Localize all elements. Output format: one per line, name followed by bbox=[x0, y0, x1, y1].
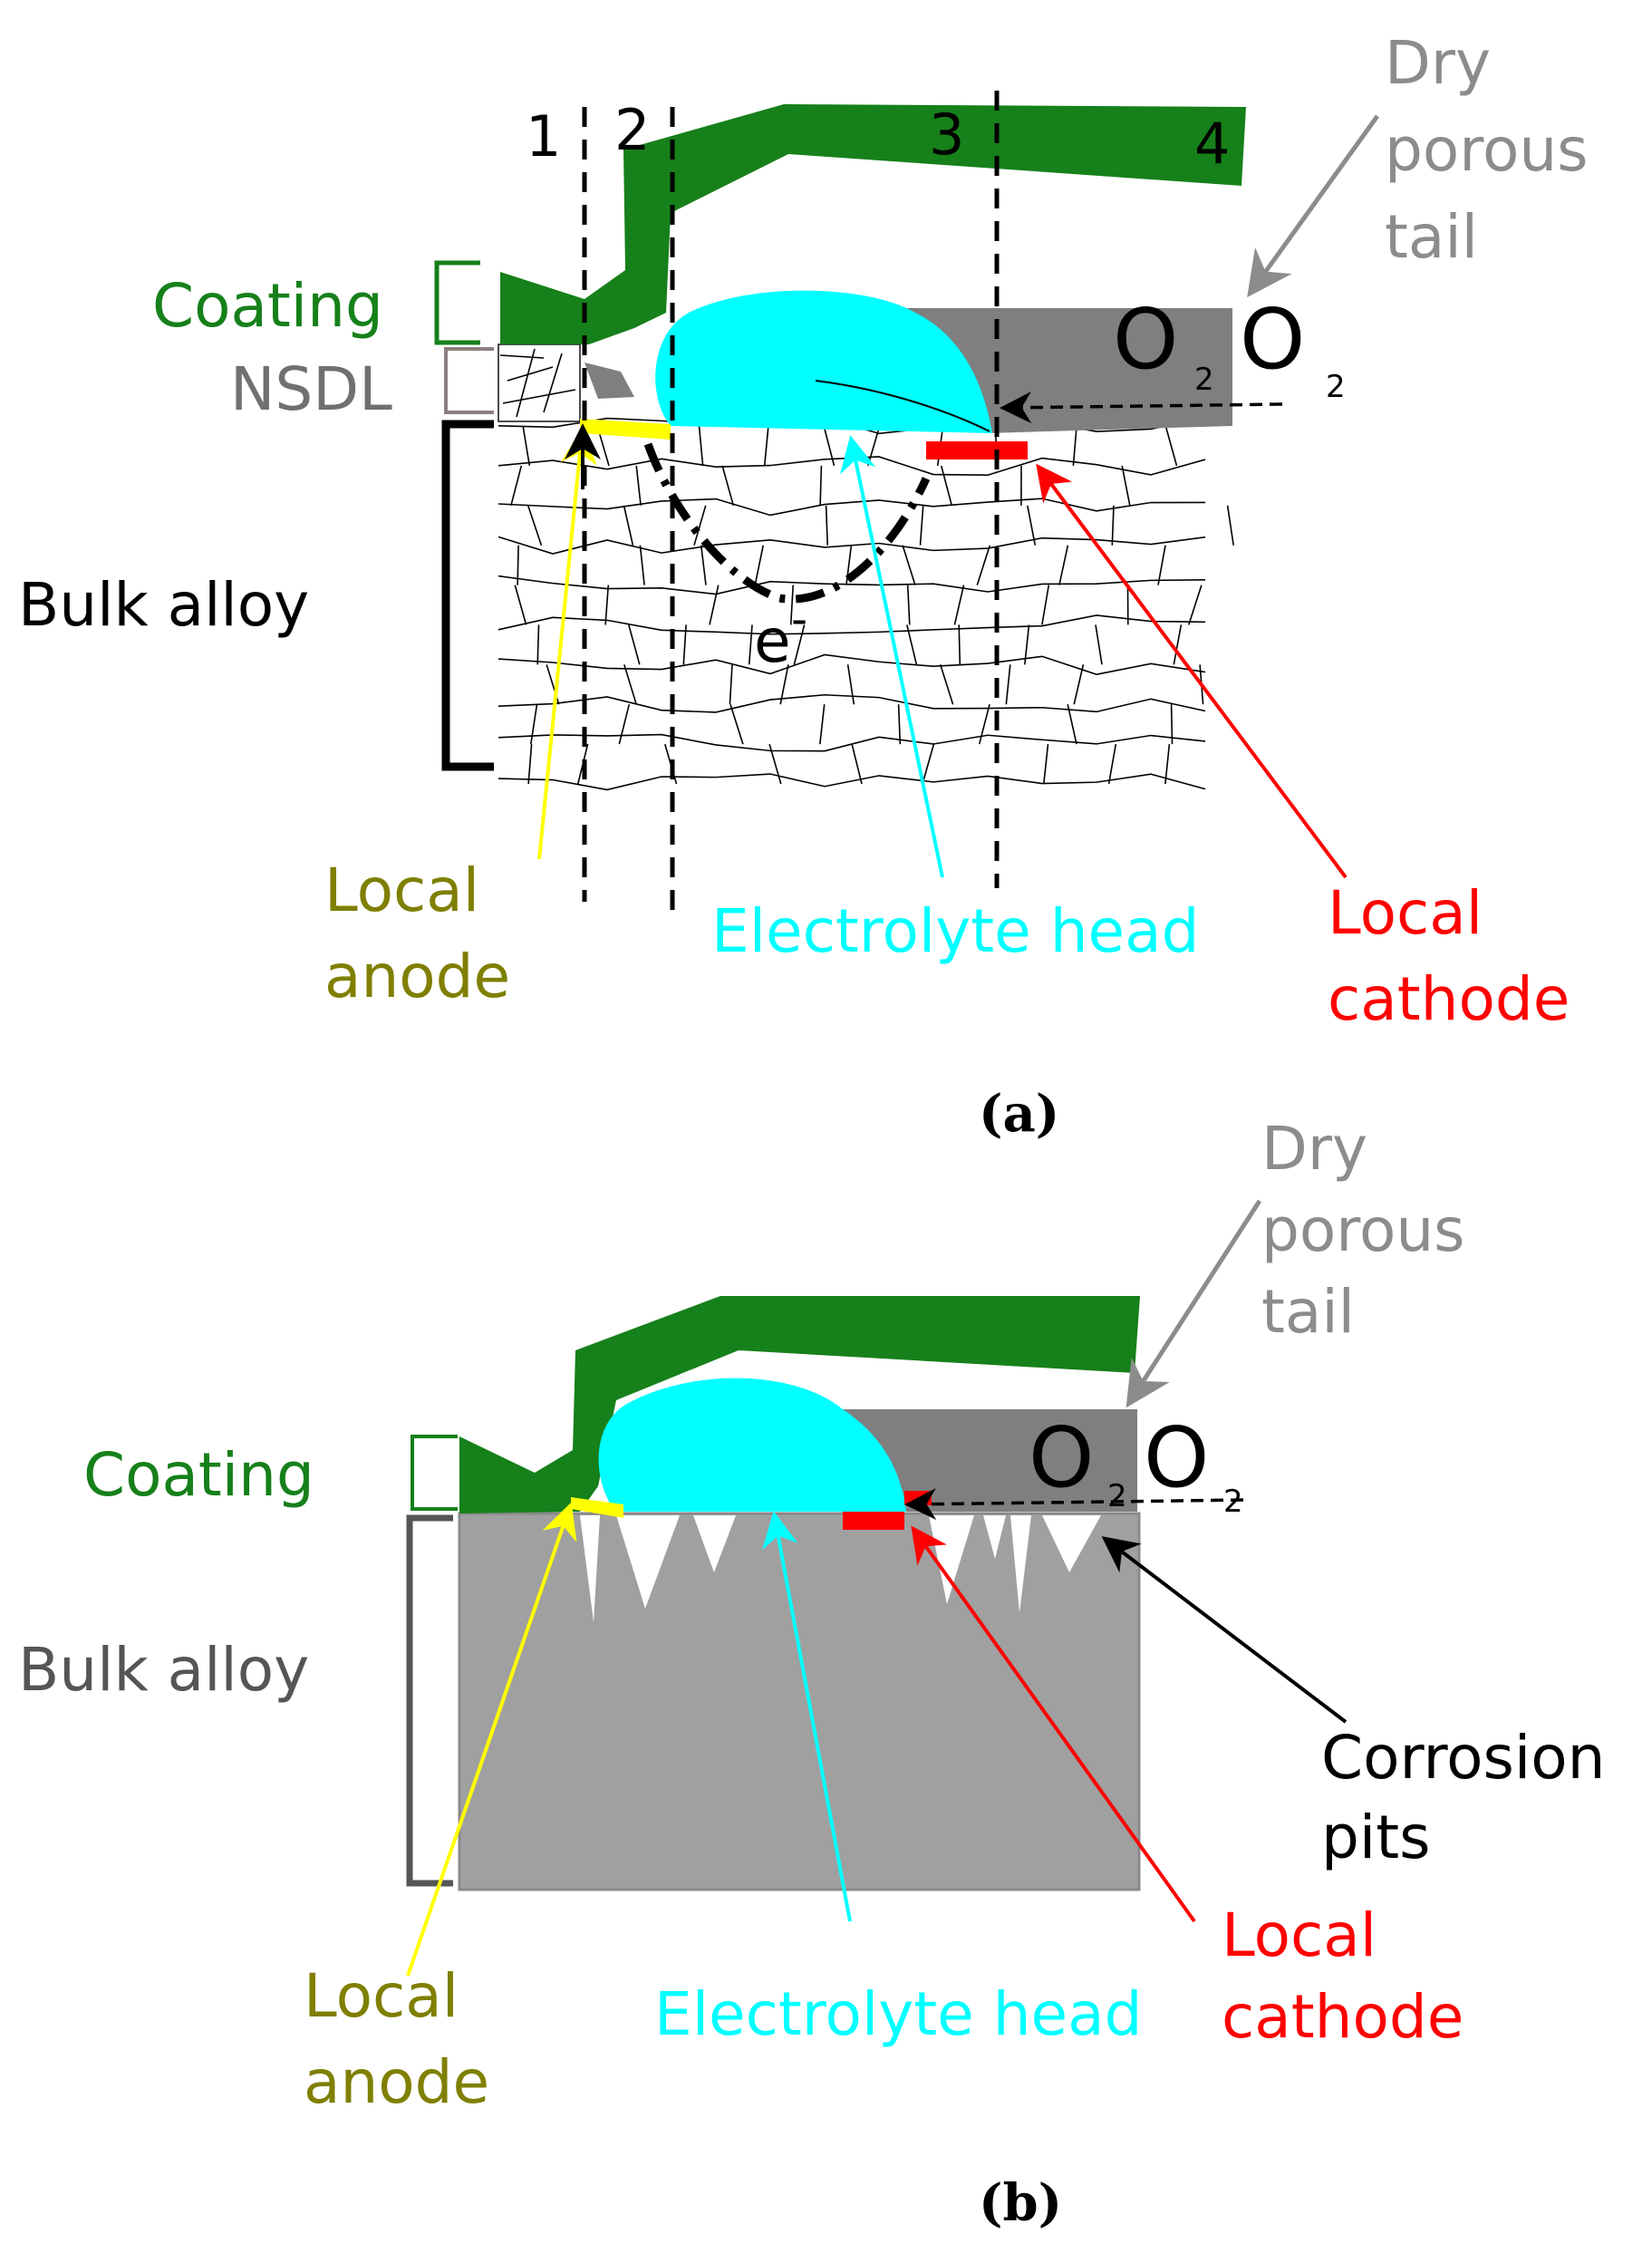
corrosion-pits-label: Corrosion pits bbox=[1321, 1723, 1605, 1872]
oxygen-diffusion-arrow bbox=[1000, 392, 1283, 424]
zone-boundaries bbox=[582, 91, 1000, 911]
coating-bracket bbox=[434, 260, 480, 345]
anode-pointer-arrow bbox=[537, 428, 597, 860]
svg-text:cathode: cathode bbox=[1328, 964, 1570, 1034]
zone-label-2: 2 bbox=[614, 97, 650, 163]
electrolyte-head-label-b: Electrolyte head bbox=[654, 1979, 1143, 2049]
dry-porous-tail-label-b: Dry porous tail bbox=[1261, 1114, 1465, 1347]
local-anode-marker-b bbox=[571, 1497, 623, 1518]
dry-porous-tail-label: Dry porous tail bbox=[1385, 28, 1589, 272]
svg-text:Local: Local bbox=[1328, 878, 1483, 948]
local-anode-marker bbox=[580, 419, 671, 440]
bulk-alloy-label: Bulk alloy bbox=[18, 570, 309, 640]
bulk-alloy-label-b: Bulk alloy bbox=[18, 1635, 309, 1705]
svg-text:2: 2 bbox=[1223, 1484, 1243, 1520]
svg-text:anode: anode bbox=[304, 2047, 489, 2117]
tail-pointer-arrow-b bbox=[1125, 1199, 1262, 1408]
svg-text:2: 2 bbox=[1194, 362, 1214, 398]
svg-text:O: O bbox=[1240, 291, 1305, 388]
local-cathode-label-b: Local cathode bbox=[1222, 1900, 1464, 2052]
zone-label-1: 1 bbox=[526, 103, 561, 169]
bulk-bracket bbox=[441, 420, 494, 771]
svg-text:tail: tail bbox=[1385, 202, 1478, 272]
svg-text:O: O bbox=[1144, 1409, 1209, 1506]
svg-text:tail: tail bbox=[1261, 1277, 1355, 1347]
coating-label-b: Coating bbox=[83, 1440, 314, 1510]
electrolyte-pointer-arrow-b bbox=[762, 1511, 852, 1922]
bulk-alloy-grains bbox=[498, 416, 1234, 791]
svg-text:pits: pits bbox=[1321, 1803, 1431, 1872]
oxygen-diffusion-arrow-b bbox=[904, 1488, 1244, 1521]
svg-text:Corrosion: Corrosion bbox=[1321, 1723, 1605, 1793]
svg-text:2: 2 bbox=[1326, 369, 1346, 405]
svg-text:O: O bbox=[1113, 291, 1178, 388]
nsdl-label: NSDL bbox=[230, 354, 392, 424]
coating-b bbox=[459, 1296, 1140, 1513]
electrolyte-head-label: Electrolyte head bbox=[711, 896, 1200, 966]
svg-text:porous: porous bbox=[1385, 115, 1589, 185]
oxygen-label-1: O 2 bbox=[1113, 291, 1214, 398]
svg-text:cathode: cathode bbox=[1222, 1982, 1464, 2052]
coating-label: Coating bbox=[152, 271, 383, 341]
local-anode-label: Local anode bbox=[324, 856, 510, 1011]
local-cathode-marker bbox=[926, 441, 1028, 459]
panel-a: 1 2 3 4 e - Coating NSDL Bulk alloy O 2 … bbox=[18, 28, 1589, 1144]
electron-label: e bbox=[754, 606, 791, 676]
electron-path bbox=[643, 442, 931, 604]
electrolyte-pointer-arrow bbox=[839, 435, 944, 878]
svg-text:Local: Local bbox=[324, 856, 479, 925]
caption-a: (a) bbox=[979, 1084, 1059, 1144]
corrosion-pits bbox=[580, 1515, 1101, 1622]
caption-b: (b) bbox=[979, 2173, 1062, 2233]
svg-text:Local: Local bbox=[304, 1961, 459, 2031]
panel-b: O 2 O 2 Coating Bulk alloy Dry porous ta… bbox=[18, 1114, 1605, 2233]
svg-text:O: O bbox=[1029, 1409, 1094, 1506]
cathode-pointer-arrow bbox=[1036, 463, 1348, 879]
corrosion-pits-arrow bbox=[1101, 1536, 1348, 1724]
bulk-bracket-b bbox=[406, 1514, 453, 1887]
coating-bracket-b bbox=[411, 1435, 458, 1511]
electron-charge-label: - bbox=[791, 593, 807, 645]
cathode-pointer-arrow-b bbox=[911, 1525, 1196, 1923]
oxygen-label-b1: O 2 bbox=[1029, 1409, 1127, 1514]
bulk-alloy-block bbox=[458, 1512, 1141, 1891]
dry-porous-tail-b bbox=[834, 1409, 1137, 1512]
dry-porous-tail bbox=[906, 308, 1232, 433]
svg-text:anode: anode bbox=[324, 942, 510, 1011]
electrolyte-head-b bbox=[598, 1378, 906, 1512]
anode-pointer-arrow-b bbox=[406, 1502, 577, 1977]
tail-pointer-arrow bbox=[1247, 114, 1380, 298]
coating bbox=[500, 104, 1246, 344]
svg-text:Local: Local bbox=[1222, 1900, 1377, 1970]
svg-text:Dry: Dry bbox=[1261, 1114, 1367, 1184]
oxygen-label-b2: O 2 bbox=[1144, 1409, 1243, 1520]
electrolyte-head bbox=[655, 290, 992, 433]
zone-label-3: 3 bbox=[929, 102, 964, 168]
local-anode-label-b: Local anode bbox=[304, 1961, 489, 2117]
local-cathode-marker-b bbox=[843, 1512, 904, 1530]
nsdl-bracket bbox=[444, 347, 494, 414]
svg-text:Dry: Dry bbox=[1385, 28, 1491, 98]
nsdl-layer bbox=[498, 343, 634, 422]
local-cathode-label: Local cathode bbox=[1328, 878, 1570, 1034]
zone-label-4: 4 bbox=[1194, 111, 1230, 177]
svg-text:2: 2 bbox=[1107, 1478, 1127, 1514]
svg-text:porous: porous bbox=[1261, 1195, 1465, 1265]
oxygen-label-2: O 2 bbox=[1240, 291, 1346, 405]
